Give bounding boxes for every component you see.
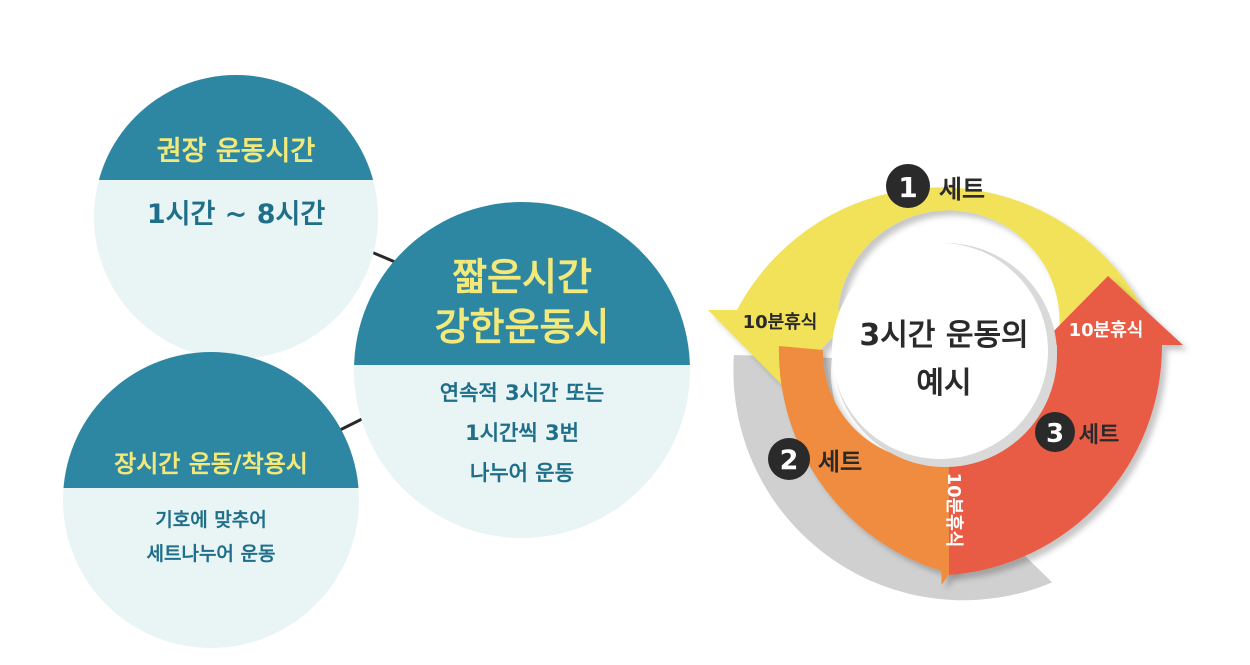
ring-arc-set2 (778, 346, 992, 585)
rest-label-left: 10분휴식 (743, 312, 818, 333)
rest-label-bottom: 10분휴식 (943, 473, 964, 548)
recommended-time-title: 권장 운동시간 (157, 136, 316, 167)
ring-inner-circle (832, 243, 1048, 459)
set3-number: 3 (1046, 419, 1064, 449)
set3-number-badge (1035, 412, 1075, 452)
short-intense-body-line2: 1시간씩 3번 (465, 421, 579, 445)
set2-label: 세트 (818, 448, 862, 476)
long-exercise-title: 장시간 운동/착용시 (114, 450, 308, 478)
cycle-center-line1: 3시간 운동의 (859, 318, 1028, 353)
set1-number-badge (886, 164, 930, 208)
set2-number-badge (768, 438, 810, 480)
set1-label: 세트 (939, 175, 985, 204)
set2-number: 2 (780, 445, 799, 476)
short-intense-circle: 짧은시간 강한운동시 연속적 3시간 또는 1시간씩 3번 나누어 운동 (354, 202, 690, 538)
long-exercise-body-line2: 세트나누어 운동 (147, 543, 276, 565)
set3-label: 세트 (1079, 423, 1119, 448)
rest-label-right: 10분휴식 (1069, 320, 1144, 341)
short-intense-body-line3: 나누어 운동 (470, 461, 574, 485)
ring-arc-set1 (708, 187, 1151, 388)
recommended-time-circle: 권장 운동시간 1시간 ~ 8시간 (94, 75, 378, 359)
short-intense-body-line1: 연속적 3시간 또는 (440, 381, 604, 405)
long-exercise-body-line1: 기호에 맞추어 (155, 509, 267, 531)
set1-number: 1 (898, 171, 917, 204)
exercise-cycle: 3시간 운동의 예시 1 세트 2 세트 3 세트 10분휴식 10분휴식 10… (708, 164, 1183, 601)
recommended-time-value: 1시간 ~ 8시간 (147, 199, 326, 230)
cycle-center-line2: 예시 (916, 366, 971, 401)
long-exercise-circle: 장시간 운동/착용시 기호에 맞추어 세트나누어 운동 (63, 352, 359, 648)
short-intense-title-line2: 강한운동시 (435, 305, 610, 349)
short-intense-title-line1: 짧은시간 (452, 255, 592, 299)
